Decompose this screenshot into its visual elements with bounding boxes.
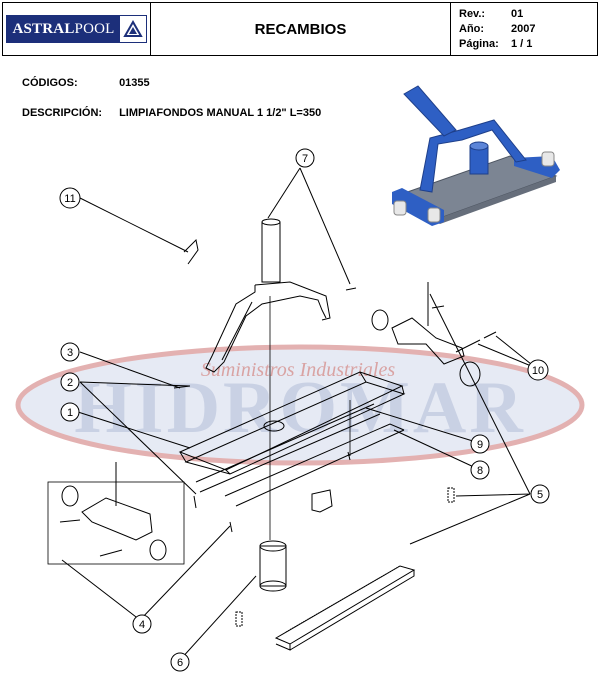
svg-text:10: 10 — [532, 365, 544, 377]
codes-line: CÓDIGOS: 01355 — [22, 77, 150, 89]
callout-11: 11 — [59, 187, 81, 209]
callout-10: 10 — [527, 359, 549, 381]
callouts: 1 2 3 4 5 6 7 8 9 10 11 — [59, 148, 550, 672]
callout-2: 2 — [60, 372, 80, 392]
description-line: DESCRIPCIÓN: LIMPIAFONDOS MANUAL 1 1/2" … — [22, 107, 321, 119]
meta-row-year: Año: 2007 — [459, 21, 597, 36]
svg-text:5: 5 — [537, 489, 543, 501]
svg-text:3: 3 — [67, 347, 73, 359]
callout-5: 5 — [530, 484, 550, 504]
description-value: LIMPIAFONDOS MANUAL 1 1/2" L=350 — [119, 107, 322, 119]
parts-outline — [47, 167, 537, 661]
callout-8: 8 — [470, 460, 490, 480]
svg-text:9: 9 — [477, 439, 483, 451]
meta-label: Año: — [459, 22, 485, 35]
logo-brand-bold: ASTRAL — [12, 20, 75, 37]
svg-text:2: 2 — [67, 377, 73, 389]
svg-text:4: 4 — [139, 619, 145, 631]
svg-text:8: 8 — [477, 465, 483, 477]
product-illustration — [392, 85, 560, 226]
svg-text:1: 1 — [67, 407, 73, 419]
callout-4: 4 — [132, 614, 152, 634]
meta-value: 01 — [511, 7, 524, 20]
callout-1: 1 — [60, 402, 80, 422]
meta-row-page: Página: 1 / 1 — [459, 36, 597, 51]
codes-label: CÓDIGOS: — [22, 77, 78, 89]
meta-value: 2007 — [511, 22, 536, 35]
logo-triangle-icon — [119, 16, 146, 42]
hidromar-watermark: HIDROMAR Suministros Industriales — [15, 344, 585, 466]
codes-value: 01355 — [119, 77, 150, 89]
meta-label: Página: — [459, 37, 499, 50]
svg-text:6: 6 — [177, 657, 183, 669]
callout-9: 9 — [470, 434, 490, 454]
callout-3: 3 — [60, 342, 80, 362]
callout-6: 6 — [170, 652, 190, 672]
svg-text:7: 7 — [302, 153, 308, 165]
logo-brand-light: POOL — [74, 20, 115, 37]
meta-row-revision: Rev.: 01 — [459, 6, 597, 21]
document-title: RECAMBIOS — [151, 3, 451, 55]
svg-text:11: 11 — [64, 193, 75, 205]
description-label: DESCRIPCIÓN: — [22, 107, 103, 119]
watermark-tagline: Suministros Industriales — [201, 359, 395, 381]
meta-label: Rev.: — [459, 7, 486, 20]
revision-block: Rev.: 01 Año: 2007 Página: 1 / 1 — [451, 3, 597, 55]
meta-value: 1 / 1 — [511, 37, 533, 50]
callout-7: 7 — [295, 148, 315, 168]
